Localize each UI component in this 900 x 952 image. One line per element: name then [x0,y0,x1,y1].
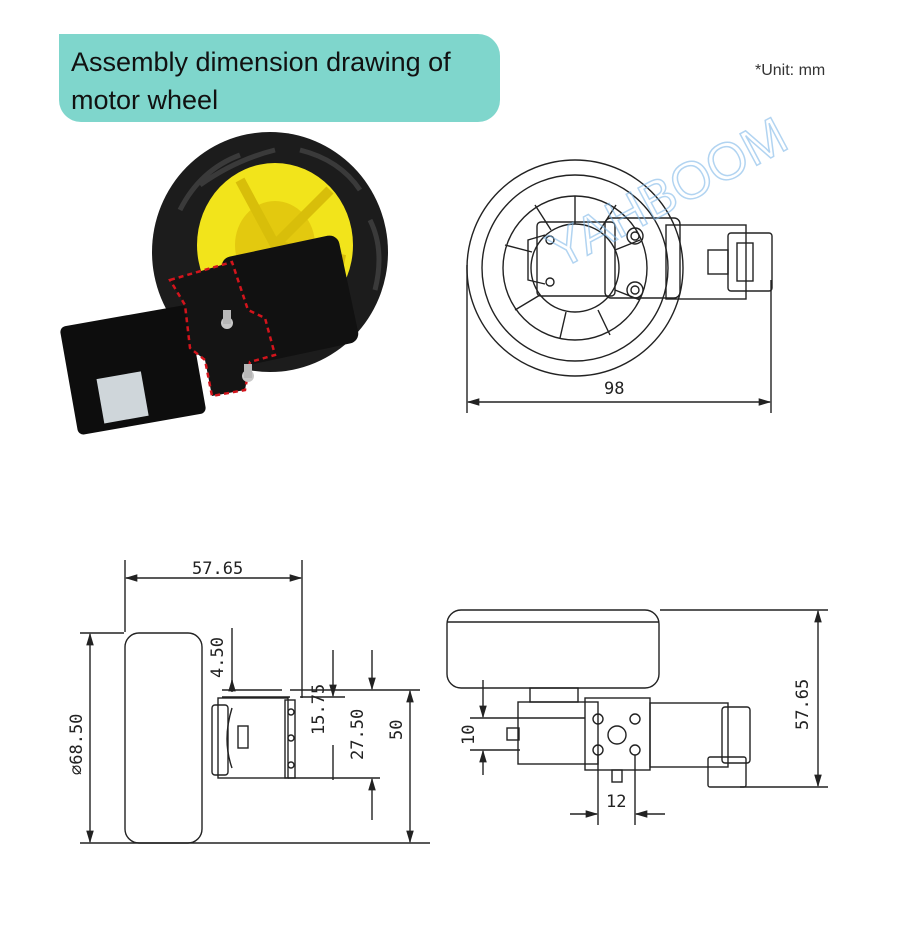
unit-note: *Unit: mm [755,62,826,79]
dim-bracket-offset: 4.50 [208,637,228,678]
dim-top-width: 98 [604,379,624,399]
dim-side-width: 57.65 [192,559,243,579]
highlight-bracket-outline [168,260,277,398]
dim-shaft-offset: 10 [459,725,479,745]
dim-bracket-height: 15.75 [309,684,329,735]
dim-mount-height: 27.50 [348,709,368,760]
dim-hole-spacing: 12 [606,792,626,812]
dim-diameter: ∅68.50 [67,714,87,775]
connector-shape [96,371,149,424]
motor-wheel-photo [60,132,388,435]
page-title: Assembly dimension drawing of motor whee… [59,34,500,122]
front-view-drawing [446,609,828,825]
dim-front-height: 57.65 [793,679,813,730]
side-view-drawing [80,560,430,844]
top-view-drawing [466,159,773,413]
encoder-housing [60,305,206,435]
dim-total-height: 50 [387,720,407,740]
